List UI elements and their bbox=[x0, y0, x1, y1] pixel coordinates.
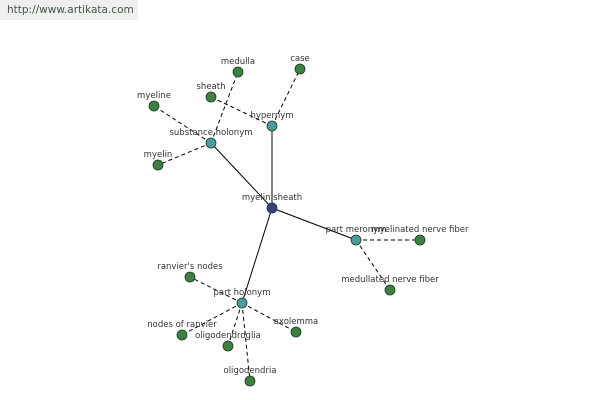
node-label-medullated-nerve-fiber: medullated nerve fiber bbox=[341, 275, 439, 285]
node-label-myelin: myelin bbox=[144, 150, 173, 160]
node-label-part-meronym: part meronym bbox=[326, 225, 387, 235]
node-oligodendria[interactable]: oligodendria bbox=[224, 366, 277, 387]
node-dot-substance-holonym[interactable] bbox=[205, 137, 217, 149]
node-dot-myeline[interactable] bbox=[148, 100, 160, 112]
node-label-sheath: sheath bbox=[197, 82, 226, 92]
node-dot-part-holonym[interactable] bbox=[236, 297, 248, 309]
node-case[interactable]: case bbox=[290, 54, 310, 75]
node-label-myelin-sheath: myelin sheath bbox=[242, 193, 302, 203]
node-dot-ranviers-nodes[interactable] bbox=[184, 271, 196, 283]
node-ranviers-nodes[interactable]: ranvier's nodes bbox=[157, 262, 223, 283]
edge-part-meronym-to-medullated-nerve-fiber bbox=[355, 239, 391, 291]
node-label-substance-holonym: substance holonym bbox=[169, 128, 252, 138]
node-dot-oligodendroglia[interactable] bbox=[222, 340, 234, 352]
node-oligodendroglia[interactable]: oligodendroglia bbox=[195, 331, 261, 352]
edge-hypernym-to-case bbox=[271, 68, 301, 127]
node-nodes-of-ranvier[interactable]: nodes of ranvier bbox=[147, 320, 217, 341]
site-url-link[interactable]: http://www.artikata.com bbox=[7, 4, 134, 16]
edge-part-holonym-to-axolemma bbox=[241, 302, 297, 333]
node-label-myelinated-nerve-fiber: myelinated nerve fiber bbox=[371, 225, 469, 235]
node-hypernym[interactable]: hypernym bbox=[250, 111, 294, 132]
edge-part-holonym-to-oligodendroglia bbox=[227, 302, 243, 347]
edge-substance-holonym-to-myelin bbox=[157, 142, 212, 166]
node-axolemma[interactable]: axolemma bbox=[274, 317, 319, 338]
node-dot-hypernym[interactable] bbox=[266, 120, 278, 132]
node-dot-myelin-sheath[interactable] bbox=[266, 202, 278, 214]
edge-myelin-sheath-to-part-meronym bbox=[271, 207, 357, 241]
edge-part-holonym-to-oligodendria bbox=[241, 302, 251, 382]
node-myelinated-nerve-fiber[interactable]: myelinated nerve fiber bbox=[371, 225, 469, 246]
node-label-myeline: myeline bbox=[137, 91, 171, 101]
node-part-meronym[interactable]: part meronym bbox=[326, 225, 387, 246]
node-medullated-nerve-fiber[interactable]: medullated nerve fiber bbox=[341, 275, 439, 296]
node-label-case: case bbox=[290, 54, 310, 64]
edges-layer bbox=[153, 68, 420, 382]
node-dot-medulla[interactable] bbox=[232, 66, 244, 78]
node-dot-sheath[interactable] bbox=[205, 91, 217, 103]
node-dot-nodes-of-ranvier[interactable] bbox=[176, 329, 188, 341]
edge-substance-holonym-to-medulla bbox=[210, 71, 239, 144]
url-bar: http://www.artikata.com bbox=[0, 0, 138, 20]
node-label-oligodendroglia: oligodendroglia bbox=[195, 331, 261, 341]
node-dot-medullated-nerve-fiber[interactable] bbox=[384, 284, 396, 296]
edge-hypernym-to-sheath bbox=[210, 96, 273, 127]
edge-myelin-sheath-to-substance-holonym bbox=[210, 142, 273, 209]
node-myeline[interactable]: myeline bbox=[137, 91, 171, 112]
nodes-layer: myelin sheath hypernym substance holonym pa… bbox=[137, 54, 469, 387]
node-label-axolemma: axolemma bbox=[274, 317, 319, 327]
edge-substance-holonym-to-myeline bbox=[153, 105, 212, 144]
node-dot-case[interactable] bbox=[294, 63, 306, 75]
edge-myelin-sheath-to-part-holonym bbox=[241, 207, 273, 304]
edge-part-holonym-to-nodes-of-ranvier bbox=[181, 302, 243, 336]
node-sheath[interactable]: sheath bbox=[197, 82, 226, 103]
edge-part-holonym-to-ranviers-nodes bbox=[189, 276, 243, 304]
node-dot-myelin[interactable] bbox=[152, 159, 164, 171]
node-label-hypernym: hypernym bbox=[250, 111, 293, 121]
node-dot-myelinated-nerve-fiber[interactable] bbox=[414, 234, 426, 246]
node-label-oligodendria: oligodendria bbox=[224, 366, 277, 376]
node-label-part-holonym: part holonym bbox=[214, 288, 271, 298]
node-dot-part-meronym[interactable] bbox=[350, 234, 362, 246]
node-label-ranviers-nodes: ranvier's nodes bbox=[157, 262, 223, 272]
node-dot-axolemma[interactable] bbox=[290, 326, 302, 338]
node-label-nodes-of-ranvier: nodes of ranvier bbox=[147, 320, 217, 330]
node-dot-oligodendria[interactable] bbox=[244, 375, 256, 387]
node-substance-holonym[interactable]: substance holonym bbox=[169, 128, 253, 149]
node-medulla[interactable]: medulla bbox=[221, 57, 255, 78]
node-label-medulla: medulla bbox=[221, 57, 255, 67]
node-myelin-sheath[interactable]: myelin sheath bbox=[242, 193, 302, 214]
node-part-holonym[interactable]: part holonym bbox=[214, 288, 271, 309]
node-myelin[interactable]: myelin bbox=[144, 150, 173, 171]
